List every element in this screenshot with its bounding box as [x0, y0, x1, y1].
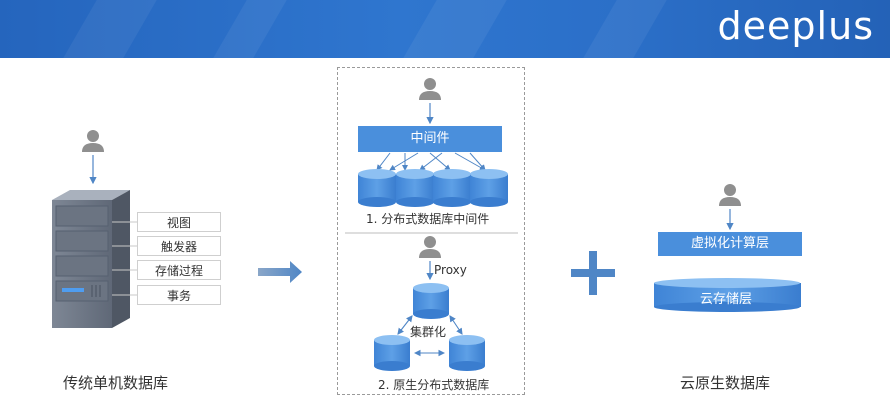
- server-rack-icon: [52, 190, 130, 328]
- module-stored-procedure: 存储过程: [137, 260, 221, 280]
- distributed-db-panel: [337, 67, 525, 395]
- deeplus-logo: deeplus: [717, 4, 874, 48]
- db-cylinder-icon: [358, 169, 396, 207]
- header-banner: deeplus: [0, 0, 890, 58]
- module-trigger: 触发器: [137, 236, 221, 256]
- native-distributed-caption: 2. 原生分布式数据库: [378, 378, 490, 392]
- traditional-db-caption: 传统单机数据库: [63, 374, 169, 392]
- virtual-compute-layer: 虚拟化计算层: [658, 232, 802, 256]
- db-cylinder-icon: [396, 169, 434, 207]
- db-cylinder-top-icon: [413, 283, 449, 319]
- module-transaction: 事务: [137, 285, 221, 305]
- db-cylinder-left-icon: [374, 335, 410, 371]
- module-view: 视图: [137, 212, 221, 232]
- user-icon-native: [419, 236, 441, 258]
- sharded-db-cylinders: [358, 169, 508, 207]
- user-icon-traditional: [82, 130, 104, 152]
- db-cylinder-icon: [470, 169, 508, 207]
- db-cylinder-right-icon: [449, 335, 485, 371]
- cloud-storage-cylinder-icon: [654, 278, 801, 312]
- cloud-storage-layer: 云存储层: [700, 292, 753, 307]
- user-icon-middleware: [419, 78, 441, 100]
- middleware-caption: 1. 分布式数据库中间件: [366, 212, 490, 226]
- middleware-fanout-arrows: [376, 152, 486, 171]
- cluster-label: 集群化: [410, 325, 447, 339]
- middleware-bar: 中间件: [358, 126, 502, 152]
- cloud-native-db-caption: 云原生数据库: [680, 374, 771, 392]
- db-cylinder-icon: [433, 169, 471, 207]
- transition-arrow-icon: [258, 261, 302, 283]
- plus-icon: [571, 251, 615, 295]
- cluster-sync-arrows: [397, 315, 463, 357]
- proxy-label: Proxy: [434, 263, 467, 277]
- user-icon-cloud: [719, 184, 741, 206]
